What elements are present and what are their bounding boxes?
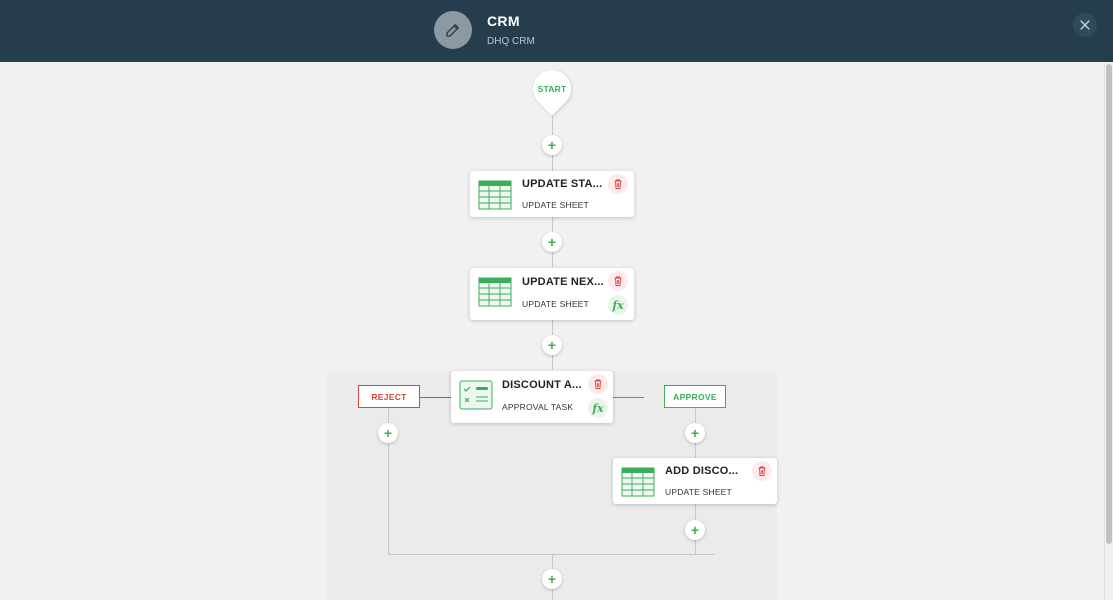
step-title: UPDATE STA... [522,178,603,190]
add-step-button[interactable]: + [685,423,705,443]
trash-icon [758,466,766,476]
trash-icon [614,276,622,286]
trash-icon [594,379,602,389]
sheet-icon [621,467,655,497]
sheet-icon [478,180,512,210]
sheet-icon [478,277,512,307]
approval-task-icon [459,380,493,410]
reject-branch-label[interactable]: REJECT [358,385,420,408]
add-step-button[interactable]: + [542,335,562,355]
delete-step-button[interactable] [752,461,772,481]
add-step-button[interactable]: + [378,423,398,443]
page-subtitle: DHQ CRM [487,36,535,47]
add-step-button[interactable]: + [542,135,562,155]
vertical-scrollbar[interactable] [1104,62,1113,600]
delete-step-button[interactable] [608,174,628,194]
app-header: CRM DHQ CRM [0,0,1113,62]
pencil-icon [446,24,459,37]
step-card-add-discount[interactable]: ADD DISCO... UPDATE SHEET [613,458,777,504]
add-step-button[interactable]: + [685,520,705,540]
step-subtitle: UPDATE SHEET [665,487,732,497]
formula-button[interactable]: fx [608,295,628,315]
step-card-update-status[interactable]: UPDATE STA... UPDATE SHEET [470,171,634,217]
step-subtitle: UPDATE SHEET [522,299,589,309]
page-title: CRM [487,13,520,29]
step-title: UPDATE NEX... [522,276,604,288]
step-title: ADD DISCO... [665,465,739,477]
delete-step-button[interactable] [608,271,628,291]
connector-line [613,397,644,398]
step-card-discount-approval[interactable]: DISCOUNT A... APPROVAL TASK fx [451,371,613,423]
connector-line [388,408,389,555]
step-card-update-next[interactable]: UPDATE NEX... UPDATE SHEET fx [470,268,634,320]
add-step-button[interactable]: + [542,569,562,589]
step-subtitle: APPROVAL TASK [502,402,574,412]
step-title: DISCOUNT A... [502,379,582,391]
close-button[interactable] [1073,13,1097,37]
add-step-button[interactable]: + [542,232,562,252]
approve-branch-label[interactable]: APPROVE [664,385,726,408]
scrollbar-thumb[interactable] [1106,64,1112,544]
workflow-canvas: START + + + + + + + UPDATE STA... UPDATE… [0,62,1104,600]
delete-step-button[interactable] [588,374,608,394]
formula-button[interactable]: fx [588,398,608,418]
step-subtitle: UPDATE SHEET [522,200,589,210]
edit-workflow-button[interactable] [434,11,472,49]
start-node[interactable]: START [537,84,567,94]
close-icon [1080,20,1090,30]
trash-icon [614,179,622,189]
connector-line [388,554,715,555]
